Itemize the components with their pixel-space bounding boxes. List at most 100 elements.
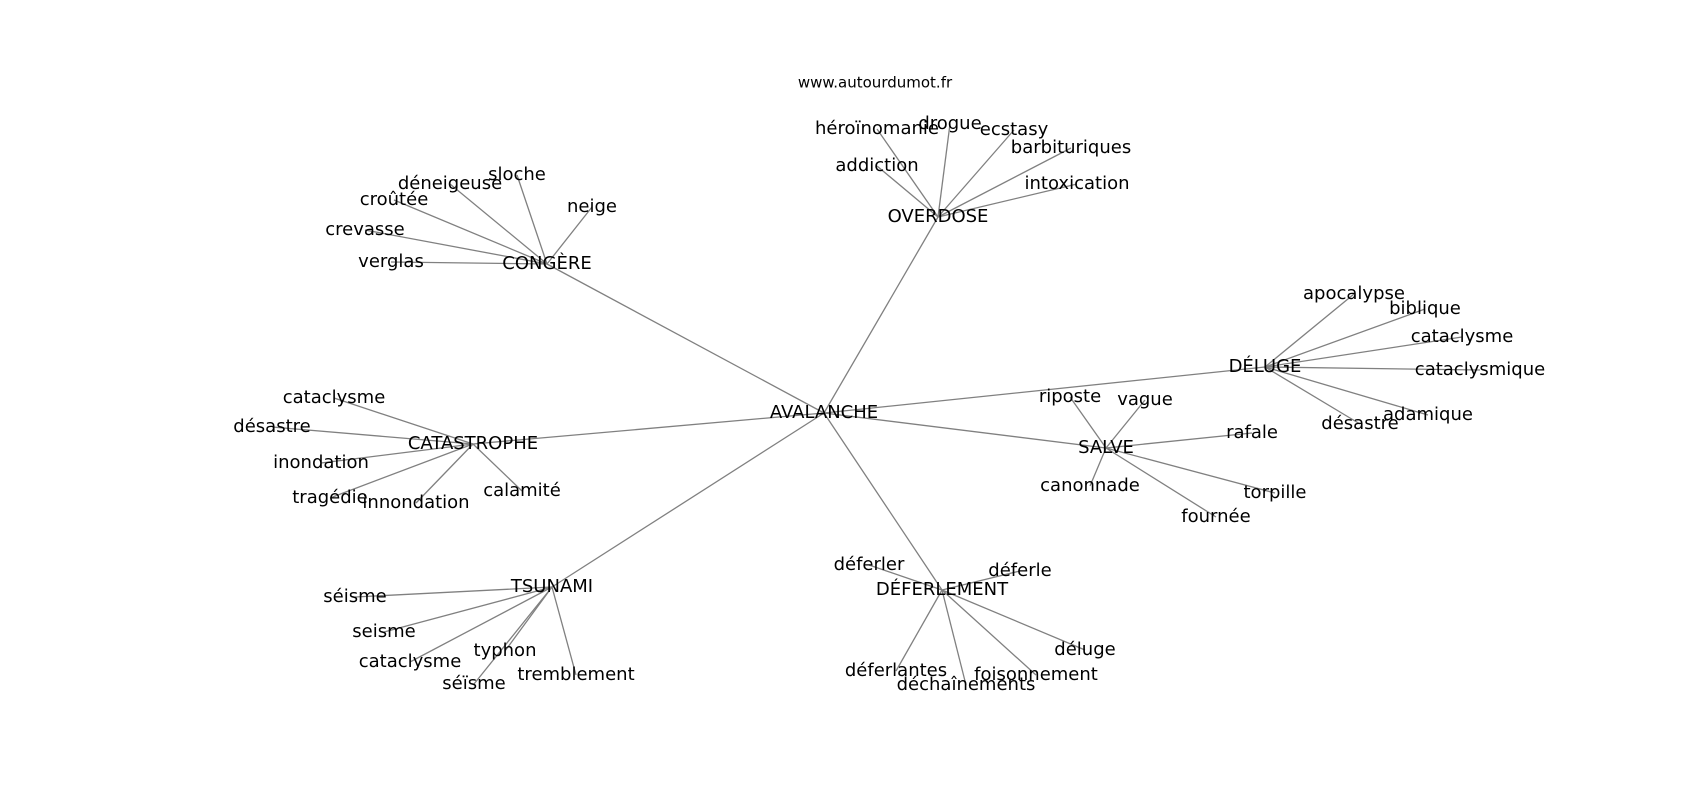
- edge-overdose-drogue: [937, 123, 951, 218]
- edge-deluge-desastre: [1264, 366, 1361, 425]
- edge-center-salve: [823, 412, 1107, 449]
- leaf-word-desastre[interactable]: désastre: [233, 416, 310, 437]
- edge-tsunami-seisme: [383, 586, 553, 633]
- leaf-word-cataclysme[interactable]: cataclysme: [283, 387, 386, 408]
- edge-overdose-intoxication: [937, 183, 1078, 218]
- leaf-word-innondation[interactable]: innondation: [362, 492, 469, 513]
- edge-center-deluge: [823, 366, 1266, 414]
- edge-deferlement-dechainements: [941, 589, 967, 686]
- hub-word-deferlement[interactable]: DÉFERLEMENT: [876, 578, 1009, 600]
- edge-congere-neige: [546, 206, 593, 265]
- edge-salve-vague: [1105, 399, 1146, 449]
- hub-word-tsunami[interactable]: TSUNAMI: [510, 576, 593, 597]
- leaf-word-neige[interactable]: neige: [567, 196, 617, 217]
- edge-center-overdose: [823, 216, 939, 414]
- leaf-word-seisme[interactable]: séisme: [323, 586, 386, 607]
- edge-salve-fournee: [1105, 447, 1217, 518]
- leaf-word-torpille[interactable]: torpille: [1244, 482, 1307, 503]
- edge-catastrophe-tragedie: [329, 443, 474, 499]
- leaf-word-rafale[interactable]: rafale: [1226, 422, 1278, 443]
- edge-deferlement-deferle: [941, 570, 1021, 591]
- leaf-word-inondation[interactable]: inondation: [273, 452, 369, 473]
- hub-word-congere[interactable]: CONGÈRE: [502, 252, 591, 274]
- leaf-word-typhon[interactable]: typhon: [474, 640, 537, 661]
- leaf-word-deluge[interactable]: déluge: [1054, 639, 1115, 660]
- leaf-word-cataclysmique[interactable]: cataclysmique: [1415, 359, 1545, 380]
- leaf-word-apocalypse[interactable]: apocalypse: [1303, 283, 1405, 304]
- edge-center-catastrophe: [472, 412, 825, 445]
- leaf-word-deferler[interactable]: déferler: [834, 554, 905, 575]
- leaf-word-vague[interactable]: vague: [1117, 389, 1173, 410]
- edge-salve-rafale: [1105, 432, 1253, 449]
- edge-catastrophe-calamite: [472, 443, 523, 492]
- edges-layer: [271, 123, 1481, 686]
- edge-tsunami-cataclysme: [409, 586, 553, 663]
- leaf-word-verglas[interactable]: verglas: [358, 251, 424, 272]
- edge-salve-canonnade: [1089, 447, 1107, 487]
- edge-center-tsunami: [551, 412, 825, 588]
- leaf-word-intoxication[interactable]: intoxication: [1025, 173, 1130, 194]
- leaf-word-drogue[interactable]: drogue: [918, 113, 981, 134]
- edge-catastrophe-inondation: [320, 443, 474, 464]
- edge-congere-verglas: [390, 261, 548, 265]
- leaf-word-foisonnement[interactable]: foisonnement: [974, 664, 1098, 685]
- leaf-word-riposte[interactable]: riposte: [1039, 386, 1101, 407]
- hub-word-overdose[interactable]: OVERDOSE: [888, 206, 989, 227]
- edge-center-deferlement: [823, 412, 943, 591]
- leaf-word-croutee[interactable]: croûtée: [360, 189, 429, 210]
- edge-deluge-adamique: [1264, 366, 1429, 416]
- edge-deferlement-deferler: [868, 564, 943, 591]
- edge-congere-crevasse: [364, 229, 548, 265]
- leaf-word-calamite[interactable]: calamité: [483, 480, 561, 501]
- leaf-word-fournee[interactable]: fournée: [1181, 506, 1250, 527]
- edge-tsunami-seisme: [354, 586, 553, 598]
- edge-tsunami-seisme: [473, 586, 553, 685]
- source-url[interactable]: www.autourdumot.fr: [798, 74, 953, 92]
- leaf-word-deferle[interactable]: déferle: [988, 560, 1051, 581]
- edge-congere-deneigeuse: [449, 183, 548, 265]
- edge-catastrophe-innondation: [415, 443, 474, 504]
- edge-tsunami-tremblement: [551, 586, 577, 676]
- leaf-word-crevasse[interactable]: crevasse: [325, 219, 405, 240]
- leaf-word-seisme[interactable]: seisme: [352, 621, 415, 642]
- leaf-word-cataclysme[interactable]: cataclysme: [359, 651, 462, 672]
- edge-deferlement-deferlantes: [895, 589, 943, 672]
- edge-congere-sloche: [516, 174, 548, 265]
- leaf-word-tremblement[interactable]: tremblement: [517, 664, 634, 685]
- hub-word-salve[interactable]: SALVE: [1078, 437, 1134, 458]
- leaf-word-desastre[interactable]: désastre: [1321, 413, 1398, 434]
- edge-congere-croutee: [393, 199, 548, 265]
- labels-layer: AVALANCHE CONGÈRE sloche neige déneigeusecro…: [233, 113, 1545, 695]
- leaf-word-sloche[interactable]: sloche: [488, 164, 546, 185]
- edge-overdose-heroinomanie: [876, 128, 939, 218]
- edge-catastrophe-desastre: [271, 426, 474, 445]
- leaf-word-tragedie[interactable]: tragédie: [292, 487, 368, 508]
- edge-center-congere: [546, 263, 825, 414]
- center-word[interactable]: AVALANCHE: [770, 402, 878, 423]
- leaf-word-biblique[interactable]: biblique: [1389, 298, 1461, 319]
- leaf-word-ecstasy[interactable]: ecstasy: [980, 119, 1049, 140]
- edge-deluge-biblique: [1264, 308, 1426, 368]
- edge-deferlement-foisonnement: [941, 589, 1037, 676]
- leaf-word-cataclysme[interactable]: cataclysme: [1411, 326, 1514, 347]
- edge-catastrophe-cataclysme: [333, 397, 474, 445]
- leaf-word-barbituriques[interactable]: barbituriques: [1011, 137, 1131, 158]
- leaf-word-seisme[interactable]: séïsme: [442, 673, 505, 694]
- leaf-word-deferlantes[interactable]: déferlantes: [845, 660, 947, 681]
- edge-salve-torpille: [1105, 447, 1276, 494]
- edge-deluge-cataclysmique: [1264, 366, 1481, 371]
- leaf-word-deneigeuse[interactable]: déneigeuse: [398, 173, 502, 194]
- leaf-word-addiction[interactable]: addiction: [835, 155, 918, 176]
- edge-deluge-cataclysme: [1264, 336, 1463, 368]
- leaf-word-heroinomanie[interactable]: héroïnomanie: [815, 118, 939, 139]
- edge-overdose-addiction: [876, 165, 939, 218]
- edge-deluge-apocalypse: [1264, 293, 1355, 368]
- edge-overdose-ecstasy: [937, 129, 1015, 218]
- leaf-word-dechainements[interactable]: déchaînements: [897, 674, 1036, 695]
- hub-word-deluge[interactable]: DÉLUGE: [1229, 355, 1302, 377]
- hub-word-catastrophe[interactable]: CATASTROPHE: [408, 433, 538, 454]
- leaf-word-canonnade[interactable]: canonnade: [1040, 475, 1140, 496]
- leaf-word-adamique[interactable]: adamique: [1383, 404, 1473, 425]
